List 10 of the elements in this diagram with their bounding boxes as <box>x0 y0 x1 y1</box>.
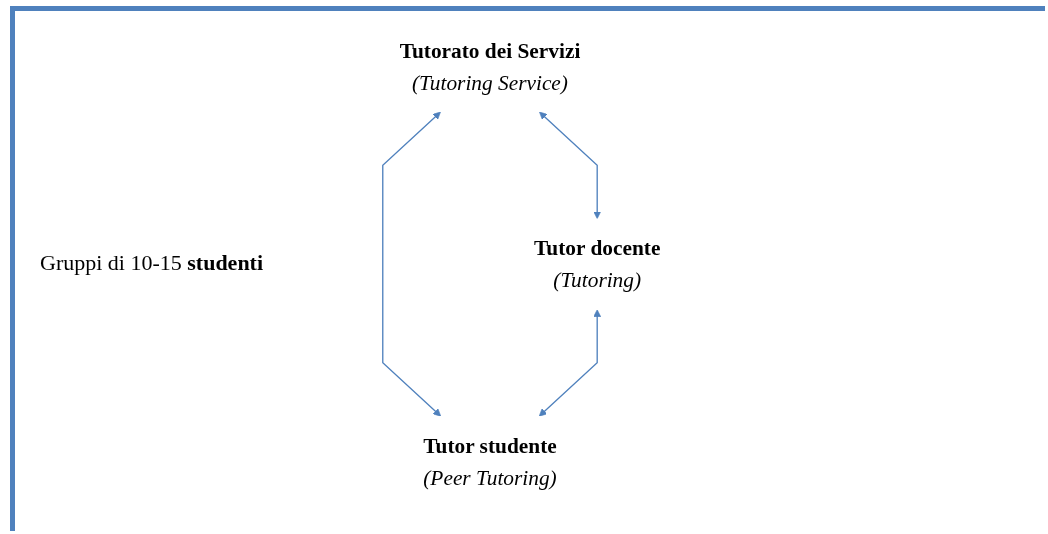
group-size-note: Gruppi di 10-15 studenti <box>40 250 264 275</box>
arrow <box>382 111 442 417</box>
node-label: Tutor studente <box>423 433 557 458</box>
arrow <box>539 111 602 219</box>
arrow <box>538 309 602 417</box>
node-label: (Tutoring Service) <box>411 70 568 95</box>
node-label: (Peer Tutoring) <box>423 465 557 490</box>
node-label: (Tutoring) <box>553 268 642 292</box>
node-label: Tutorato dei Servizi <box>399 38 581 63</box>
node-label: Tutor docente <box>534 236 661 260</box>
